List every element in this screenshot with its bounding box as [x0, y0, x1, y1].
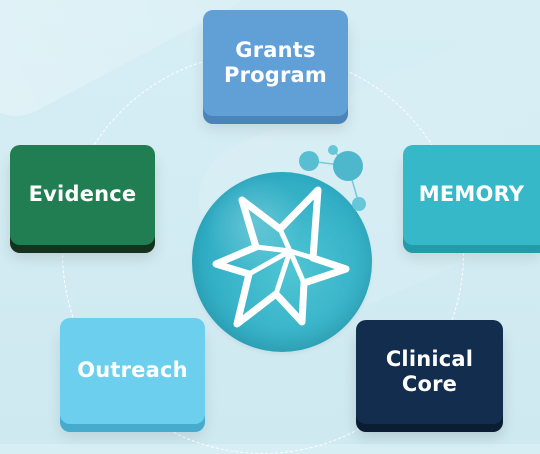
clinical-core-node[interactable]: Clinical Core [356, 320, 503, 424]
memory-node[interactable]: MEMORY [403, 145, 540, 245]
grants-program-label: Grants Program [224, 38, 327, 88]
grants-program-line-2: Program [223, 63, 328, 87]
clinical-core-line-2: Core [401, 372, 458, 396]
memory-label: MEMORY [418, 182, 525, 207]
outreach-label: Outreach [77, 358, 188, 383]
clinical-core-label: Clinical Core [386, 347, 473, 397]
evidence-label: Evidence [28, 182, 137, 207]
clinical-core-line-1: Clinical [385, 346, 474, 371]
star-network-icon [212, 186, 350, 328]
evidence-node[interactable]: Evidence [10, 145, 155, 245]
central-hub [192, 172, 372, 352]
grants-program-line-1: Grants [235, 37, 316, 62]
grants-program-node[interactable]: Grants Program [203, 10, 348, 116]
outreach-node[interactable]: Outreach [60, 318, 205, 424]
